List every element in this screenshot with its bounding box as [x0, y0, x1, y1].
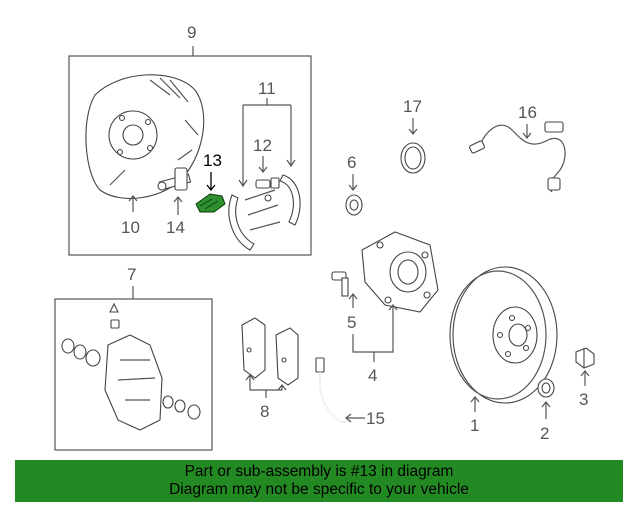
lug-bolt-part-2: [537, 378, 555, 398]
nut-part-3: [575, 347, 595, 369]
banner-line-2: Diagram may not be specific to your vehi…: [169, 481, 469, 498]
brake-parts-diagram: 9 10 14 13 11 12: [54, 23, 595, 451]
callout-9: 9: [187, 23, 196, 42]
abs-sensor-part-16: [469, 121, 566, 193]
group-box-7: [54, 298, 213, 451]
callout-13: 13: [203, 151, 222, 170]
callout-1: 1: [470, 416, 479, 435]
callout-3: 3: [579, 390, 588, 409]
callout-15: 15: [366, 409, 385, 428]
hold-down-pin-part-12: [255, 177, 280, 189]
callout-6: 6: [347, 153, 356, 172]
caliper-assembly: [61, 302, 201, 431]
highlighted-part-13: [195, 193, 226, 213]
brake-pads-part-8: [241, 317, 299, 386]
wheel-hub: [361, 231, 439, 313]
callout-7: 7: [127, 265, 136, 284]
callout-2: 2: [540, 424, 549, 443]
callout-11: 11: [258, 79, 276, 98]
callout-16: 16: [518, 103, 537, 122]
brake-shoes-part-11: [228, 174, 301, 251]
group-box-9: [68, 55, 312, 256]
callout-8: 8: [260, 402, 269, 421]
banner-line-1: Part or sub-assembly is #13 in diagram: [184, 463, 454, 480]
callout-17: 17: [403, 97, 422, 116]
brake-rotor-part-1: [449, 266, 558, 404]
hub-bolt-part-5: [331, 271, 349, 297]
callout-12: 12: [253, 136, 272, 155]
adjuster-part-14: [157, 167, 192, 191]
brake-hose-part-15: [315, 357, 351, 423]
callout-5: 5: [347, 313, 356, 332]
dust-shield-part-10: [85, 74, 205, 199]
callout-10: 10: [121, 218, 140, 237]
info-banner: Part or sub-assembly is #13 in diagram D…: [15, 460, 623, 502]
callout-14: 14: [166, 218, 185, 237]
callout-4: 4: [368, 366, 377, 385]
